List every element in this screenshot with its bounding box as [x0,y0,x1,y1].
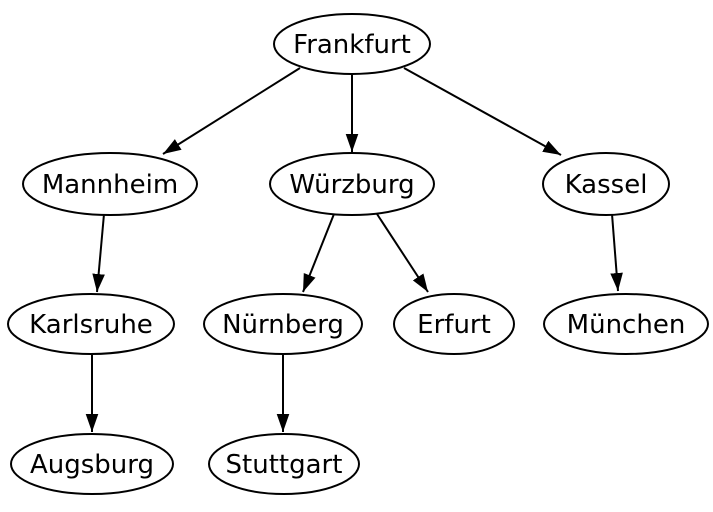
edge-mannheim-karlsruhe [92,213,105,293]
node-augsburg-ellipse [10,433,174,495]
node-kassel-ellipse [542,152,670,216]
node-karlsruhe: Karlsruhe [7,293,175,355]
edge-line-wuerzburg-nuernberg [302,213,335,293]
edge-line-mannheim-karlsruhe [92,213,105,293]
node-mannheim-ellipse [22,152,198,216]
node-muenchen-label: München [567,310,686,340]
node-karlsruhe-ellipse [7,293,175,355]
edge-frankfurt-kassel [403,67,562,156]
node-nuernberg: Nürnberg [203,293,363,355]
node-stuttgart: Stuttgart [208,433,360,495]
node-karlsruhe-label: Karlsruhe [29,310,153,340]
node-erfurt-ellipse [393,293,515,355]
node-kassel: Kassel [542,152,670,216]
node-kassel-label: Kassel [565,170,648,200]
edge-line-kassel-muenchen [610,213,623,292]
edge-wuerzburg-nuernberg [302,213,335,293]
edge-line-frankfurt-kassel [403,67,562,156]
edge-kassel-muenchen [610,213,623,292]
node-stuttgart-label: Stuttgart [226,450,343,480]
edge-wuerzburg-erfurt [376,213,429,293]
node-wuerzburg-ellipse [269,152,435,216]
node-frankfurt-ellipse [273,13,431,75]
node-wuerzburg: Würzburg [269,152,435,216]
edge-line-wuerzburg-erfurt [376,213,429,293]
node-nuernberg-ellipse [203,293,363,355]
edge-line-frankfurt-mannheim [162,67,301,155]
node-frankfurt-label: Frankfurt [293,30,411,60]
node-frankfurt: Frankfurt [273,13,431,75]
node-mannheim: Mannheim [22,152,198,216]
node-augsburg-label: Augsburg [30,450,154,480]
edge-frankfurt-mannheim [162,67,301,155]
node-mannheim-label: Mannheim [42,170,178,200]
node-augsburg: Augsburg [10,433,174,495]
node-muenchen: München [543,293,709,355]
node-stuttgart-ellipse [208,433,360,495]
node-muenchen-ellipse [543,293,709,355]
node-erfurt: Erfurt [393,293,515,355]
node-erfurt-label: Erfurt [417,310,491,340]
node-wuerzburg-label: Würzburg [289,170,414,200]
node-nuernberg-label: Nürnberg [222,310,344,340]
